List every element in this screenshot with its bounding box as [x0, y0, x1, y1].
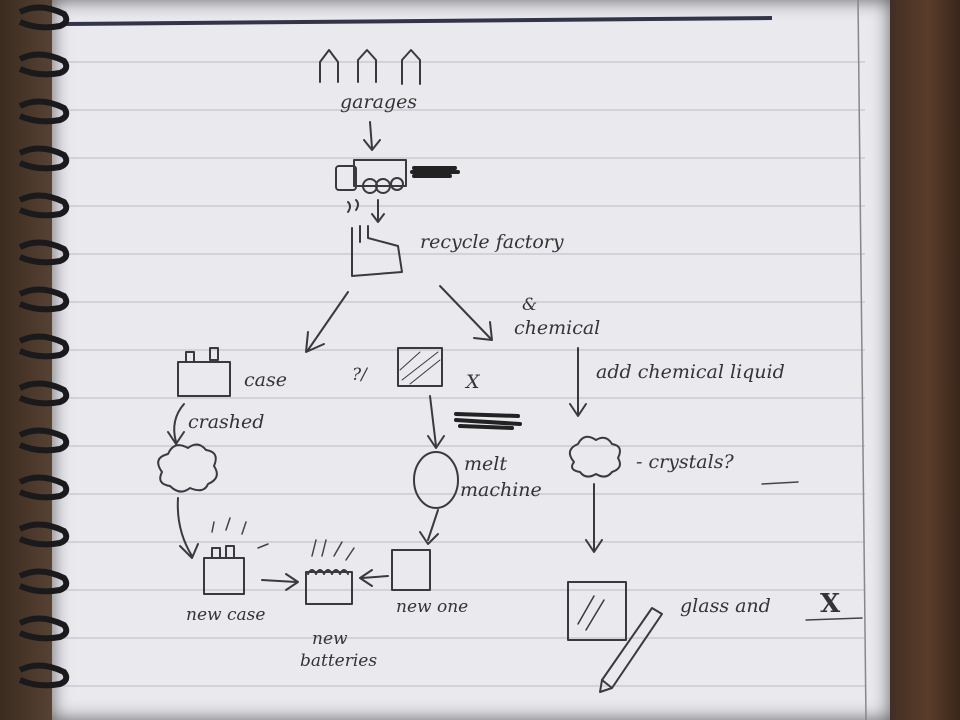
crushed-cloud-icon — [157, 443, 218, 493]
label-new-one: new one — [396, 597, 468, 617]
background-right — [880, 0, 960, 720]
arrow-case-to-battery — [261, 573, 299, 591]
factory-icon — [347, 199, 403, 277]
truck-icon — [335, 159, 407, 194]
spiral-ring — [18, 568, 70, 595]
arrow-to-melt — [427, 395, 445, 449]
spiral-ring — [18, 192, 70, 219]
label-batteries: batteries — [300, 651, 377, 671]
spiral-ring — [18, 145, 70, 172]
label-chemical-mark: & — [522, 295, 537, 315]
label-crashed: crashed — [188, 411, 264, 433]
spiral-ring — [18, 4, 70, 31]
arrow-to-case — [305, 291, 349, 353]
label-case: case — [244, 369, 287, 391]
arrow-new-one-to-battery — [359, 569, 389, 587]
label-garages: garages — [340, 91, 417, 113]
spiral-ring — [18, 51, 70, 78]
material-box-icon — [397, 347, 443, 387]
spiral-ring — [18, 286, 70, 313]
spark-lines-left — [211, 517, 269, 549]
label-crystals: - crystals? — [636, 451, 734, 473]
underline-x — [805, 617, 863, 621]
label-new-case: new case — [186, 605, 265, 625]
label-x-mark: X — [464, 371, 481, 393]
spiral-ring — [18, 380, 70, 407]
arrow-to-glass — [585, 483, 603, 553]
ruled-lines — [60, 61, 865, 687]
arrow-to-new-case — [176, 497, 199, 559]
spiral-ring — [18, 239, 70, 266]
arrow-add-chemical — [569, 347, 587, 417]
spiral-ring — [18, 662, 70, 689]
case-battery-icon — [177, 347, 231, 397]
arrow-down-2 — [371, 199, 385, 223]
crystals-cloud-icon — [568, 435, 621, 478]
label-question: ?/ — [352, 365, 369, 385]
label-x-mark-2: X — [820, 589, 841, 619]
melt-machine-icon — [413, 451, 459, 509]
notebook-page — [52, 0, 890, 720]
arrow-to-center — [439, 285, 493, 341]
label-glass-and: glass and — [680, 595, 771, 617]
label-melt: melt — [464, 453, 507, 475]
spiral-ring — [18, 521, 70, 548]
underline-crystals — [761, 481, 799, 485]
new-one-icon — [391, 549, 431, 591]
arrow-to-new-one — [419, 509, 439, 545]
label-recycle-factory: recycle factory — [420, 231, 564, 253]
label-add-chemical-liquid: add chemical liquid — [596, 361, 785, 383]
arrow-crashed — [167, 403, 185, 445]
glass-icon — [567, 581, 627, 641]
pen-icon — [599, 607, 663, 693]
header-rule — [65, 16, 773, 26]
spiral-ring — [18, 333, 70, 360]
spiral-ring — [18, 615, 70, 642]
spiral-binding — [18, 4, 70, 689]
spiral-ring — [18, 474, 70, 501]
spiral-ring — [18, 427, 70, 454]
label-chemical: chemical — [514, 317, 600, 339]
label-machine: machine — [460, 479, 542, 501]
margin-line — [857, 0, 867, 720]
arrow-down-1 — [363, 121, 381, 151]
scribble-2 — [454, 412, 522, 430]
garages-icon — [319, 49, 421, 85]
scribble-1 — [410, 166, 460, 178]
new-batteries-icon — [305, 539, 355, 605]
new-case-icon — [203, 545, 245, 595]
label-new: new — [312, 629, 348, 649]
spiral-ring — [18, 98, 70, 125]
